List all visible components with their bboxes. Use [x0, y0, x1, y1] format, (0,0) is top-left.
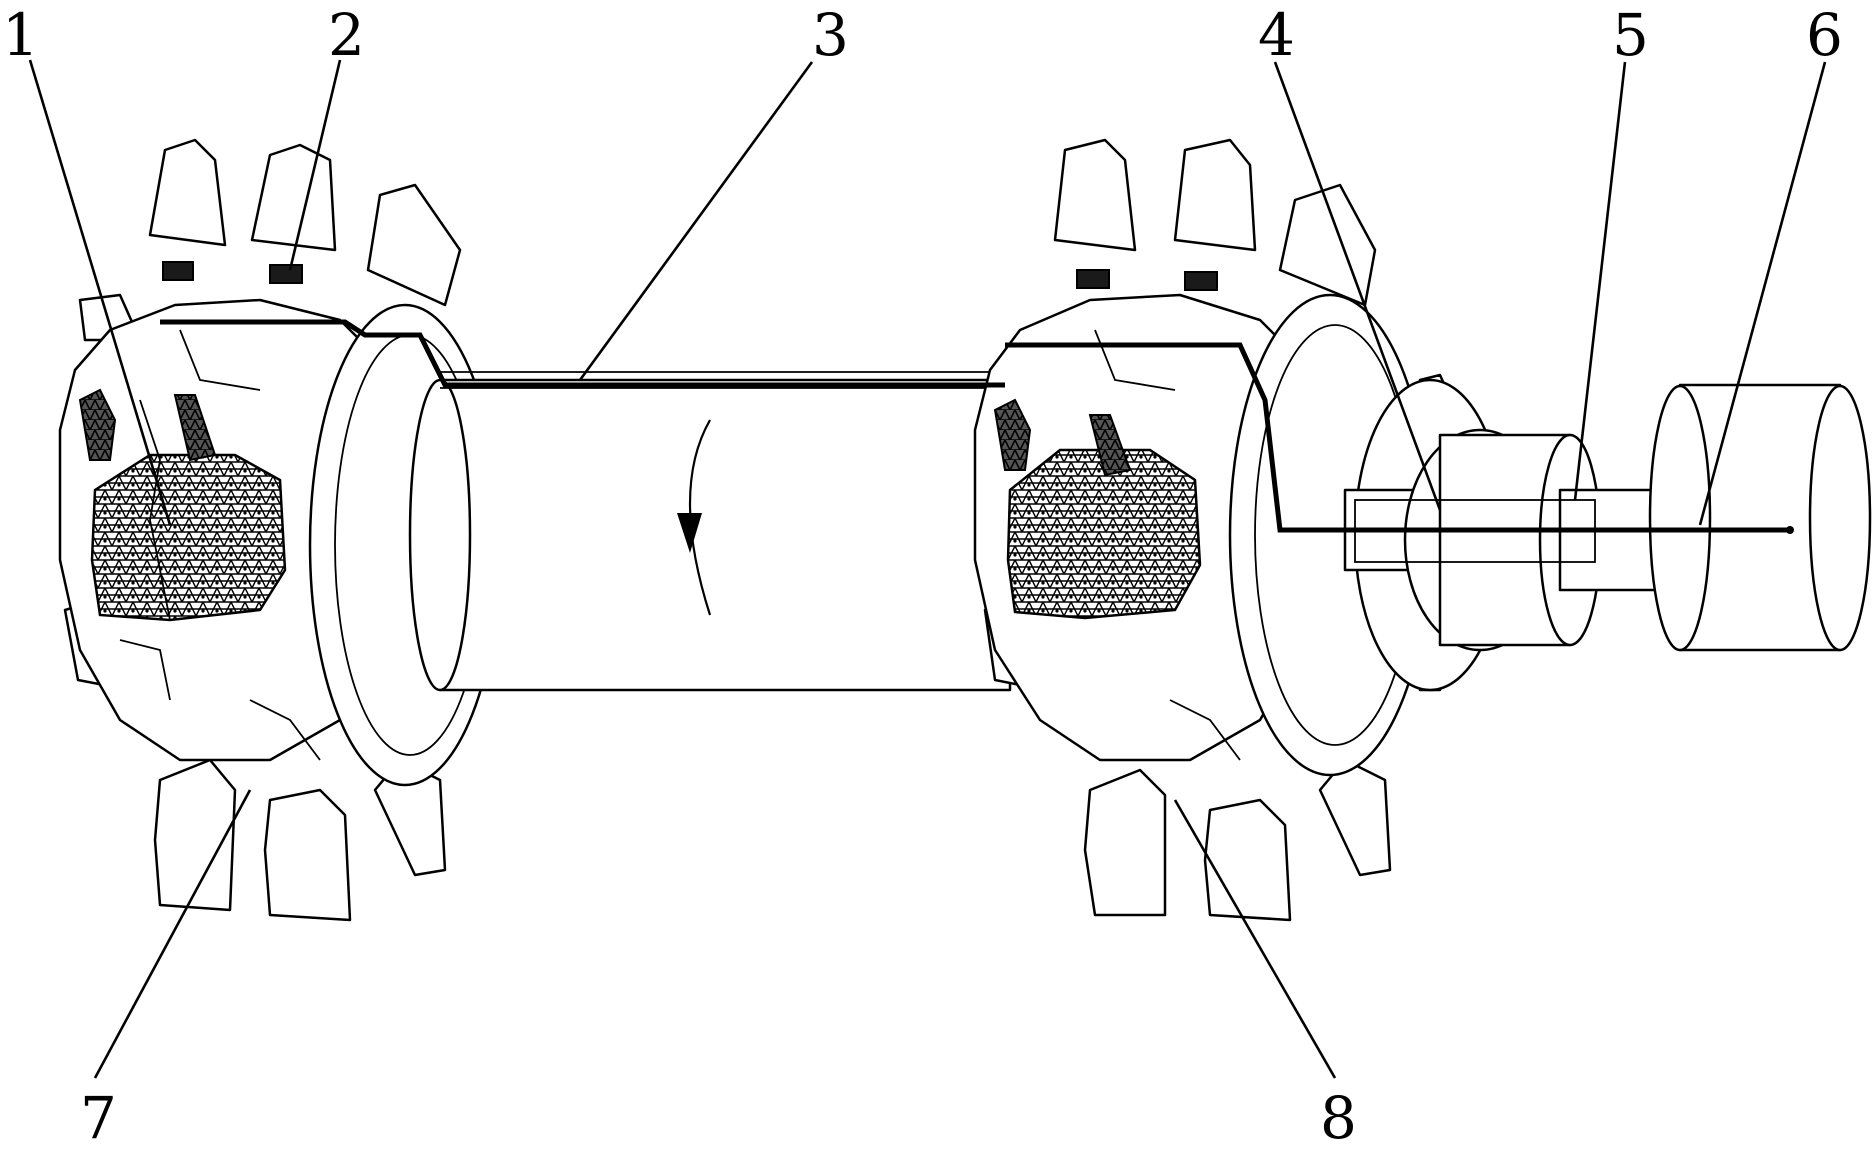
- callout-8: 8: [1320, 1084, 1357, 1152]
- leader-lines: [28, 59, 1827, 1079]
- callout-6: 6: [1806, 1, 1843, 69]
- callout-3: 3: [812, 1, 849, 69]
- signal-wire: [160, 319, 1794, 563]
- callout-2: 2: [328, 1, 365, 69]
- collector-4: [1403, 428, 1602, 652]
- right-sprocket: [973, 138, 1432, 922]
- rotation-arrow-icon: [677, 419, 712, 616]
- sensor-elements: [162, 261, 1218, 291]
- shaft: [408, 371, 1012, 692]
- callout-7: 7: [80, 1084, 117, 1152]
- callout-labels: 1 2 3 4 5 6 7 8: [2, 1, 1843, 1152]
- callout-5: 5: [1612, 1, 1649, 69]
- left-sprocket: [58, 138, 502, 922]
- callout-1: 1: [2, 1, 39, 69]
- motor-6: [1648, 383, 1872, 652]
- callout-4: 4: [1258, 1, 1295, 69]
